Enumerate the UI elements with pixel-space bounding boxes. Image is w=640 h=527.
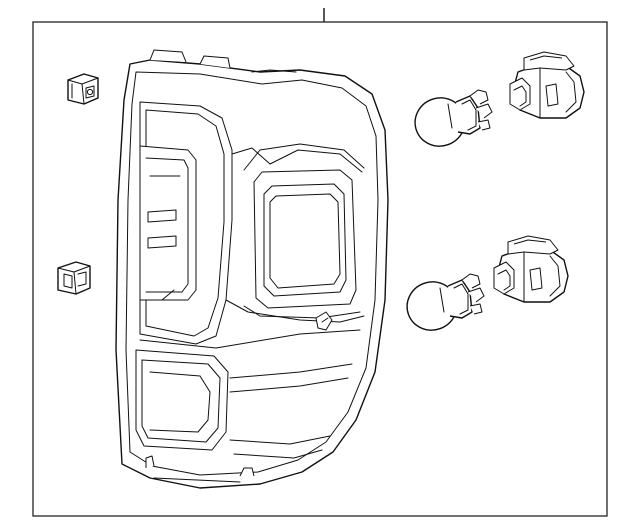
bulb-upper[interactable] [408,89,493,153]
clip-lower[interactable] [57,261,91,295]
socket-lower[interactable] [493,235,569,303]
clip-upper[interactable] [67,73,99,105]
diagram-frame [32,21,608,517]
tail-lamp-assembly[interactable] [115,49,389,489]
socket-upper[interactable] [509,51,585,119]
bulb-lower[interactable] [400,273,485,337]
